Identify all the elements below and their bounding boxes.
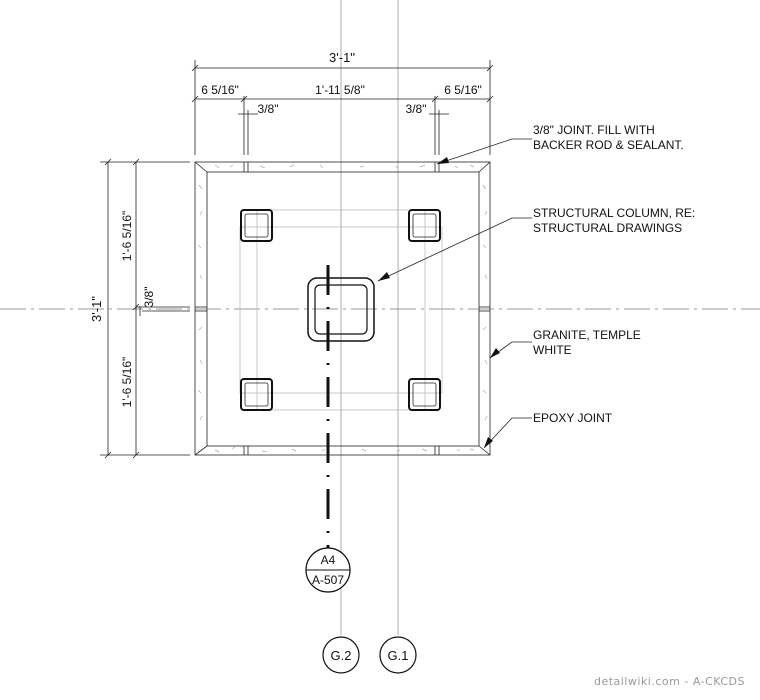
dim-right-joint: 3/8" (406, 102, 427, 116)
dim-lower-half: 1'-6 5/16" (120, 357, 134, 408)
section-detail-number: A4 (321, 553, 336, 567)
note-joint-line2: BACKER ROD & SEALANT. (533, 138, 684, 152)
granite-cladding (194, 161, 491, 456)
dim-overall-width: 3'-1" (329, 50, 355, 65)
dim-left-offset: 6 5/16" (201, 83, 239, 97)
credit-text: detailwiki.com - A-CKCDS (594, 675, 745, 688)
note-column-line1: STRUCTURAL COLUMN, RE: (533, 206, 695, 220)
note-leaders (377, 138, 532, 449)
base-plate-outline (239, 209, 443, 411)
note-epoxy: EPOXY JOINT (533, 411, 613, 425)
top-dimensions (191, 60, 494, 155)
structural-column (307, 277, 375, 342)
section-sheet-number: A-507 (312, 573, 344, 587)
grid-label-g2: G.2 (331, 648, 352, 663)
note-granite-line1: GRANITE, TEMPLE (533, 328, 641, 342)
dim-middle-joint: 3/8" (142, 287, 156, 308)
dim-left-joint: 3/8" (258, 102, 279, 116)
anchor-blocks (240, 209, 441, 411)
leader-arrowheads (378, 157, 500, 448)
dim-right-offset: 6 5/16" (444, 83, 482, 97)
dim-upper-half: 1'-6 5/16" (120, 211, 134, 262)
dim-overall-height: 3'-1" (89, 296, 104, 322)
left-dimensions (100, 158, 190, 459)
grid-bubble-g1 (379, 636, 417, 674)
dim-center-width: 1'-11 5/8" (315, 83, 365, 97)
section-marker (305, 547, 351, 593)
note-column-line2: STRUCTURAL DRAWINGS (533, 221, 682, 235)
grid-label-g1: G.1 (388, 648, 409, 663)
grid-bubble-g2 (322, 636, 360, 674)
note-granite-line2: WHITE (533, 343, 572, 357)
note-joint-line1: 3/8" JOINT. FILL WITH (533, 123, 655, 137)
